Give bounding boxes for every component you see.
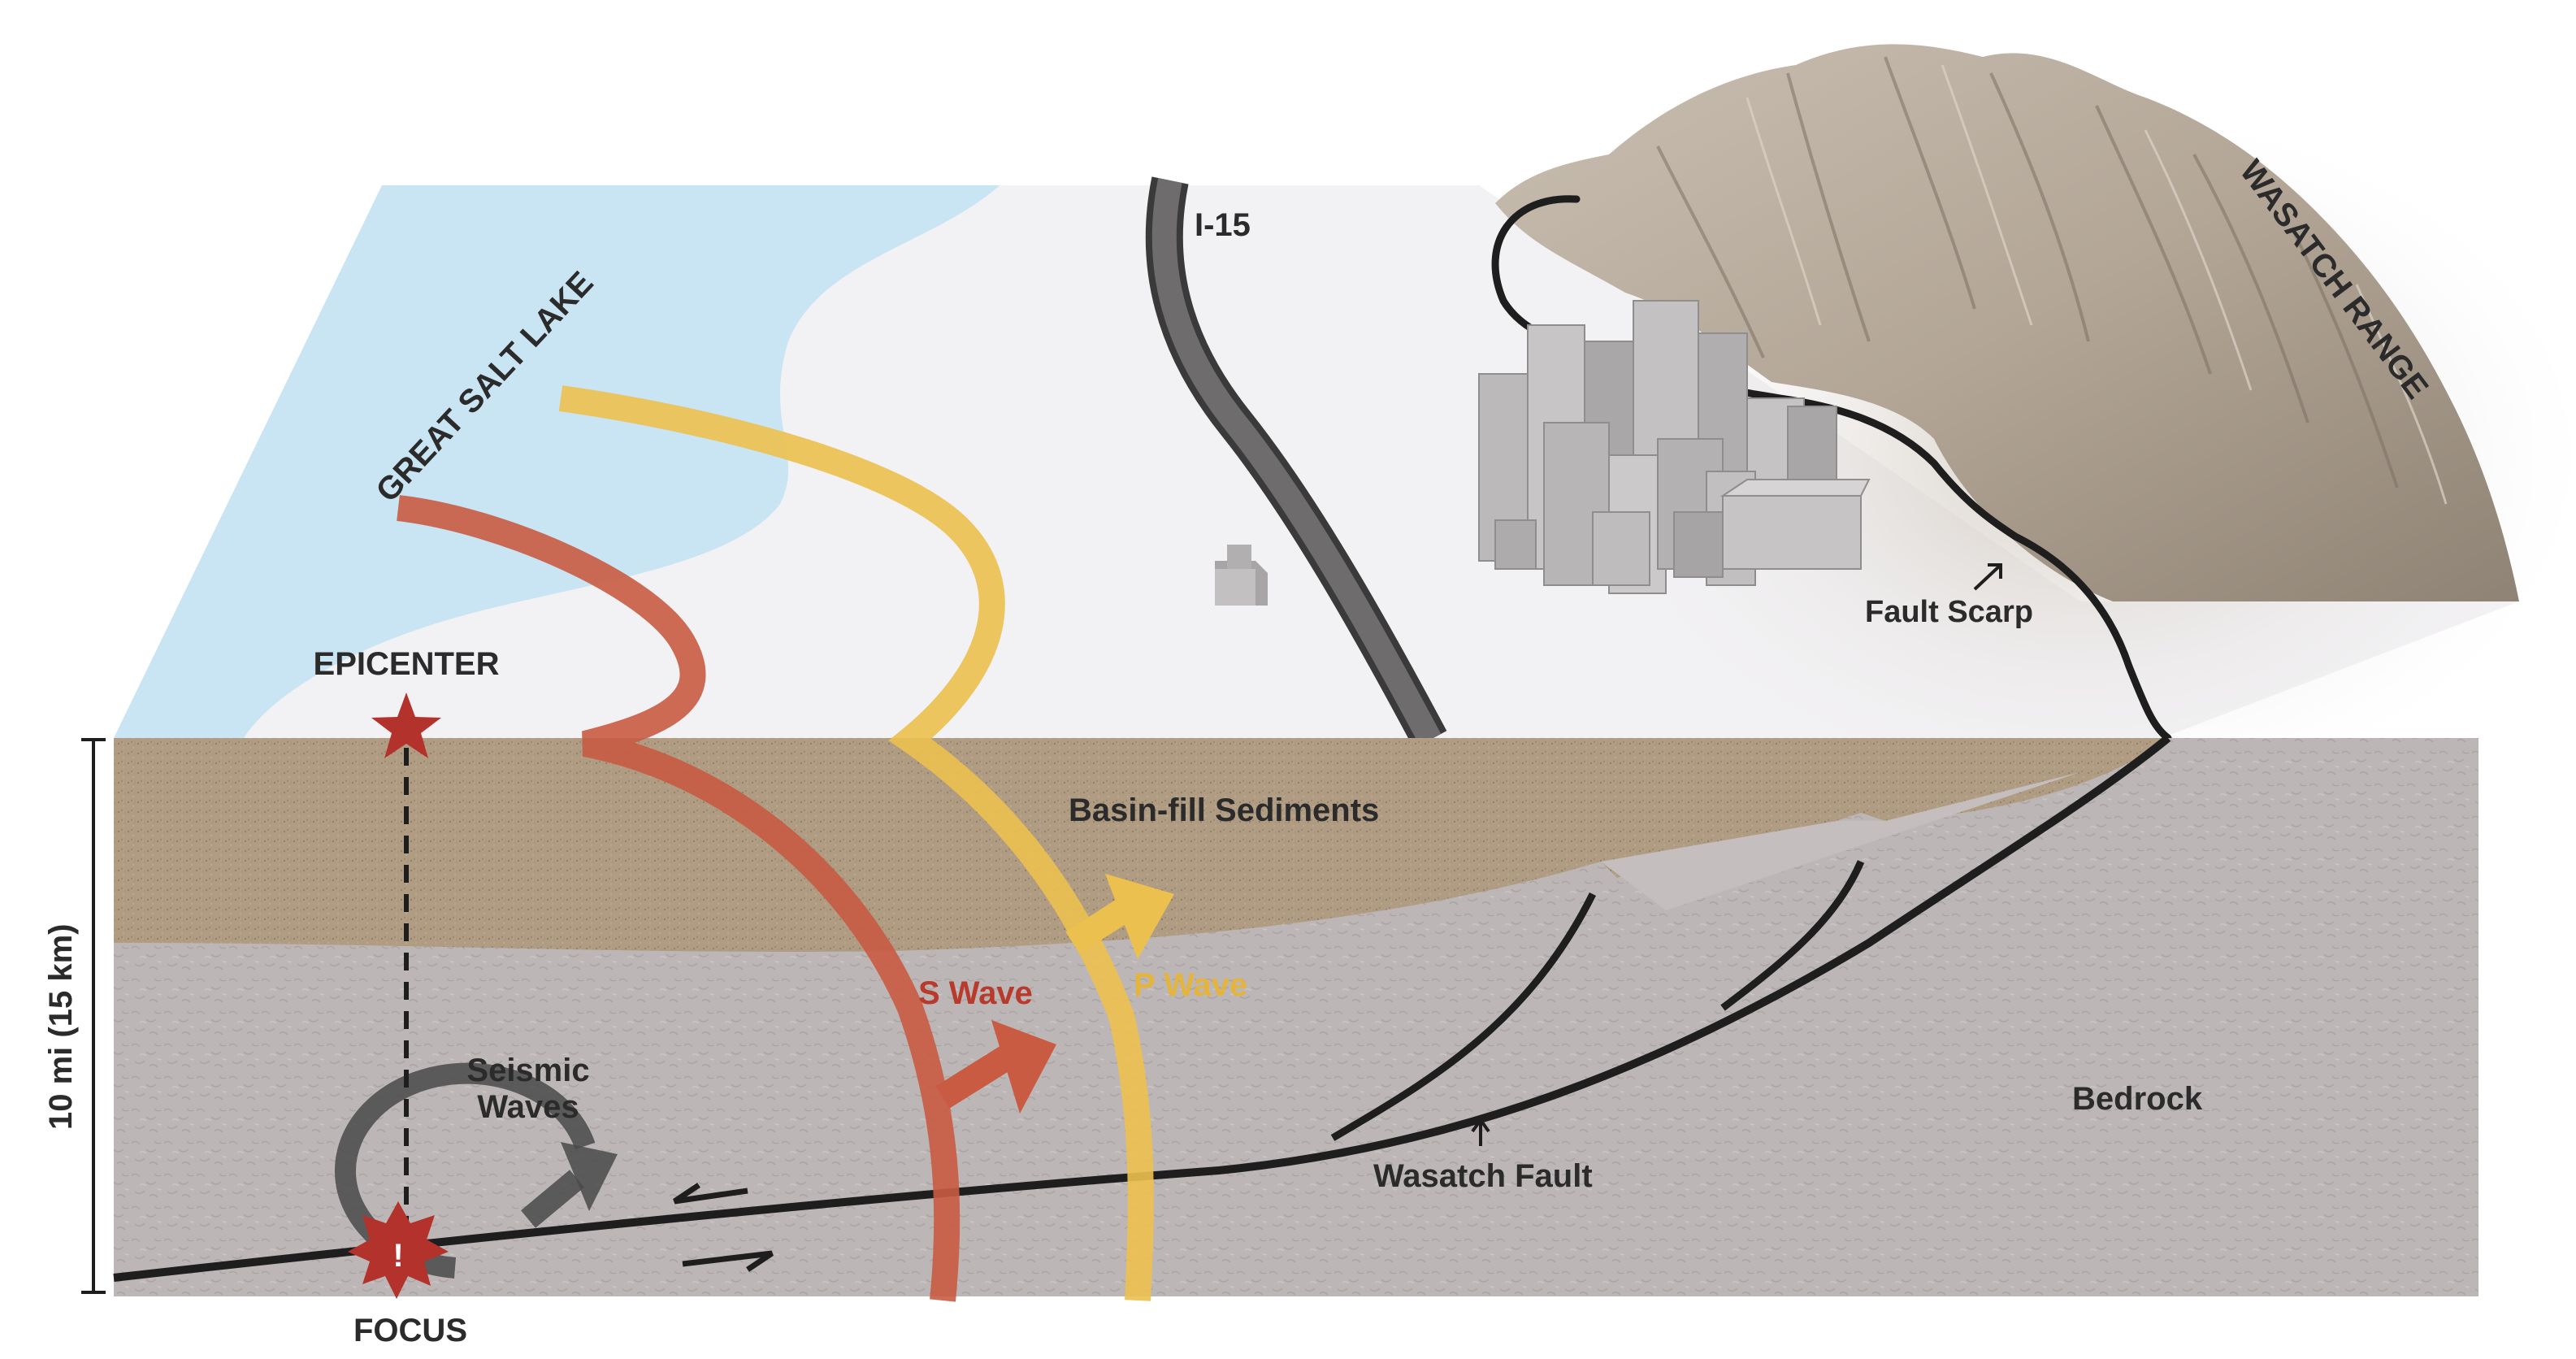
p-wave-label: P Wave bbox=[1134, 967, 1247, 1003]
wasatch-fault-label: Wasatch Fault bbox=[1373, 1158, 1593, 1194]
fault-scarp-label: Fault Scarp bbox=[1865, 595, 2033, 629]
wasatch-fault-pointer bbox=[1471, 1117, 1490, 1146]
fault-scarp-pointer bbox=[1973, 563, 2002, 591]
s-wave-arrow bbox=[935, 1020, 1056, 1114]
small-building bbox=[1215, 545, 1268, 606]
fault-motion-arrows bbox=[673, 1183, 774, 1272]
p-wave-front bbox=[558, 385, 1154, 1301]
mountain-highlights bbox=[1746, 64, 2448, 505]
depth-scale-bar bbox=[81, 738, 106, 1294]
city-buildings bbox=[1478, 300, 1871, 594]
mountain-ridges bbox=[1656, 56, 2399, 488]
bedrock-label: Bedrock bbox=[2072, 1081, 2203, 1117]
focus-exclamation: ! bbox=[392, 1238, 403, 1274]
star-icon bbox=[371, 693, 441, 758]
epicenter-label: EPICENTER bbox=[314, 646, 500, 682]
wasatch-range-mountain bbox=[1495, 44, 2519, 601]
basin-fill-sediments-label: Basin-fill Sediments bbox=[1069, 792, 1379, 828]
fault-splay-2 bbox=[1720, 860, 1865, 1011]
s-wave-front bbox=[397, 495, 961, 1302]
p-wave-arrow bbox=[1065, 874, 1174, 959]
focus-label: FOCUS bbox=[353, 1313, 467, 1348]
i15-label: I-15 bbox=[1195, 207, 1251, 243]
seismic-waves-label-line2: Waves bbox=[477, 1089, 579, 1125]
burst-star-icon bbox=[348, 1201, 449, 1299]
fault-splay-1 bbox=[1330, 892, 1597, 1141]
great-salt-lake bbox=[114, 185, 1000, 738]
depth-scale-label: 10 mi (15 km) bbox=[43, 924, 79, 1130]
s-wave-label: S Wave bbox=[918, 975, 1033, 1011]
wasatch-fault-line bbox=[113, 735, 2171, 1282]
seismic-waves-label-line1: Seismic bbox=[466, 1053, 589, 1088]
basin-fill-sediments-layer bbox=[114, 738, 2168, 953]
range-bedrock-face bbox=[2168, 738, 2478, 1296]
